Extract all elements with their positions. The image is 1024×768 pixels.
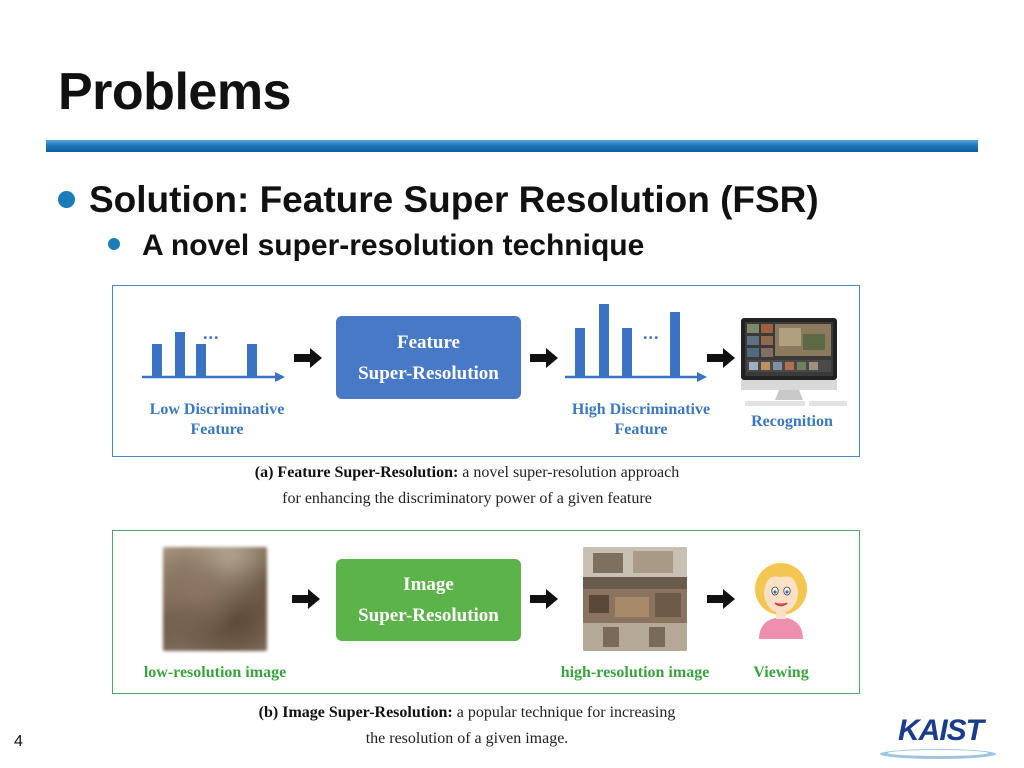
arrow-right-icon — [707, 348, 735, 368]
low-resolution-image — [163, 547, 267, 651]
kaist-logo-swoosh-icon — [880, 749, 996, 759]
caption-line-2: the resolution of a given image. — [365, 730, 569, 747]
box-line-1: Image — [403, 574, 454, 595]
bullet-text: A novel super-resolution technique — [142, 229, 645, 262]
feature-sr-box: Feature Super-Resolution — [336, 316, 521, 399]
high-resolution-image — [583, 547, 687, 651]
box-line-1: Feature — [397, 331, 460, 353]
figure-b-caption: (b) Image Super-Resolution: a popular te… — [72, 700, 862, 752]
recognition-caption: Recognition — [751, 413, 833, 430]
figure-a-panel: ... Feature Super-Resolution ... — [112, 285, 860, 457]
low-feature-caption: Low Discriminative Feature — [127, 400, 307, 440]
viewing-caption: Viewing — [753, 664, 809, 681]
caption-line: Low Discriminative — [149, 401, 285, 418]
bullet-dot-icon — [108, 238, 120, 251]
kaist-logo-text: KAIST — [898, 714, 984, 747]
page-number: 4 — [14, 733, 23, 750]
low-resolution-caption: low-resolution image — [143, 664, 287, 681]
ellipsis-label: ... — [203, 323, 220, 343]
bullet-level-1: Solution: Feature Super Resolution (FSR) — [58, 178, 819, 222]
slide-title: Problems — [58, 63, 291, 121]
high-resolution-caption: high-resolution image — [560, 664, 710, 681]
title-divider — [46, 140, 978, 152]
bullet-dot-icon — [58, 190, 75, 208]
caption-line-1: (b) Image Super-Resolution: a popular te… — [72, 700, 862, 726]
image-sr-box: Image Super-Resolution — [336, 559, 521, 641]
bullet-text: Solution: Feature Super Resolution (FSR) — [89, 179, 819, 220]
ellipsis-label: ... — [643, 323, 660, 343]
caption-line: High Discriminative — [571, 401, 711, 418]
monitor-icon — [741, 318, 847, 406]
viewer-face-icon — [755, 563, 807, 639]
high-feature-histogram-icon — [565, 304, 707, 382]
caption-line-2: for enhancing the discriminatory power o… — [282, 490, 652, 507]
arrow-right-icon — [530, 589, 558, 609]
arrow-right-icon — [294, 348, 322, 368]
kaist-logo: KAIST — [876, 712, 996, 762]
caption-text: a novel super-resolution approach — [458, 464, 680, 481]
caption-line: Feature — [614, 421, 668, 438]
caption-line-1: (a) Feature Super-Resolution: a novel su… — [72, 460, 862, 486]
caption-bold: (a) Feature Super-Resolution: — [254, 464, 459, 481]
caption-bold: (b) Image Super-Resolution: — [258, 704, 453, 721]
arrow-right-icon — [292, 589, 320, 609]
high-feature-caption: High Discriminative Feature — [551, 400, 731, 440]
arrow-right-icon — [530, 348, 558, 368]
caption-line: Feature — [190, 421, 244, 438]
low-feature-histogram-icon — [142, 332, 285, 382]
box-line-2: Super-Resolution — [358, 362, 499, 384]
figure-b-panel: Image Super-Resolution low-resolutio — [112, 530, 860, 694]
bullet-level-2: A novel super-resolution technique — [108, 228, 644, 264]
arrow-right-icon — [707, 589, 735, 609]
caption-text: a popular technique for increasing — [452, 704, 676, 721]
box-line-2: Super-Resolution — [358, 605, 499, 626]
figure-a-caption: (a) Feature Super-Resolution: a novel su… — [72, 460, 862, 512]
